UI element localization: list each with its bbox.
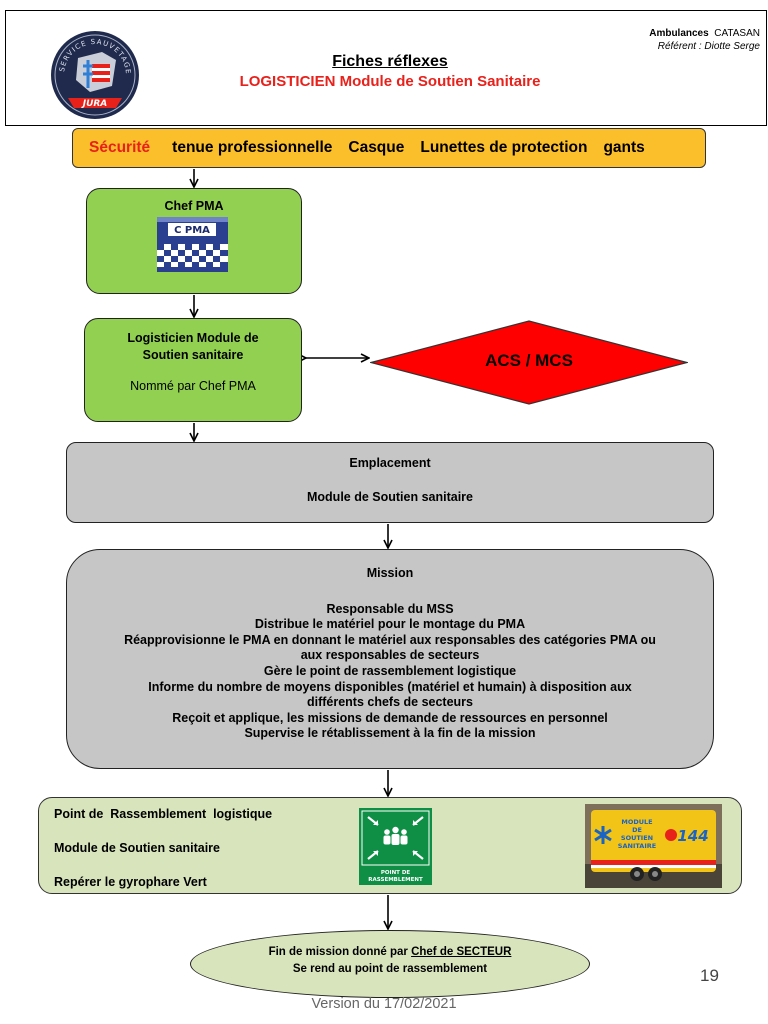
security-item: tenue professionnelle: [172, 139, 333, 156]
org-bold: Ambulances: [649, 28, 709, 39]
emplacement-title: Emplacement: [349, 456, 431, 470]
mission-line: aux responsables de secteurs: [300, 648, 480, 663]
rally-line-1: Point de Rassemblement logistique: [54, 807, 273, 821]
mission-line: Reçoit et applique, les missions de dema…: [172, 710, 608, 725]
logisticien-title-line1: Logisticien Module de: [127, 331, 259, 345]
service-sauvetage-jura-logo: SERVICE SAUVETAGE JURA: [51, 31, 139, 119]
document-subtitle: LOGISTICIEN Module de Soutien Sanitaire: [239, 73, 541, 90]
logisticien-text: Logisticien Module de Soutien sanitaire …: [84, 330, 302, 395]
acs-mcs-diamond: [370, 320, 688, 405]
people-group-icon: [383, 826, 408, 845]
header-frame: [5, 10, 767, 126]
document-title-block: Fiches réflexes LOGISTICIEN Module de So…: [190, 53, 590, 90]
version-footer: Version du 17/02/2021: [311, 996, 457, 1012]
security-item: Lunettes de protection: [420, 139, 588, 156]
rally-point-text: Point de Rassemblement logistique Module…: [54, 806, 272, 908]
sign-text-1: POINT DE: [381, 870, 411, 876]
mission-title: Mission: [366, 566, 414, 580]
end-of-mission-ellipse: [190, 930, 590, 998]
star-of-life-icon: [594, 826, 612, 844]
security-item: gants: [603, 139, 645, 156]
mission-line: Distribue le matériel pour le montage du…: [254, 617, 526, 632]
end-line2: Se rend au point de rassemblement: [292, 963, 488, 975]
end-of-mission-text: Fin de mission donné par Chef de SECTEUR…: [190, 944, 590, 978]
mission-line: différents chefs de secteurs: [306, 695, 474, 710]
svg-text:SANITAIRE: SANITAIRE: [618, 842, 656, 850]
mission-text: Mission Responsable du MSS Distribue le …: [80, 566, 700, 742]
logisticien-note: Nommé par Chef PMA: [130, 379, 256, 393]
support-module-trailer-photo: MODULE DE SOUTIEN SANITAIRE 144: [585, 804, 722, 888]
sign-text-2: RASSEMBLEMENT: [368, 877, 423, 883]
chef-pma-vest-image: C PMA: [157, 217, 228, 272]
emplacement-box: [66, 442, 714, 523]
end-prefix: Fin de mission donné par: [268, 946, 412, 958]
vest-checker-pattern: [157, 244, 228, 267]
svg-text:DE: DE: [632, 826, 642, 834]
emplacement-text: Emplacement Module de Soutien sanitaire: [66, 455, 714, 506]
svg-text:MODULE: MODULE: [621, 818, 652, 826]
rally-line-3: Repérer le gyrophare Vert: [54, 875, 207, 889]
svg-text:SOUTIEN: SOUTIEN: [621, 834, 653, 842]
svg-text:JURA: JURA: [81, 99, 108, 109]
logisticien-box: [84, 318, 302, 422]
org-name: CATASAN: [714, 28, 760, 39]
acs-mcs-label: ACS / MCS: [485, 351, 573, 370]
mission-line: Supervise le rétablissement à la fin de …: [244, 726, 536, 741]
assembly-point-sign: POINT DE RASSEMBLEMENT: [359, 808, 432, 885]
logisticien-title-line2: Soutien sanitaire: [142, 348, 244, 362]
vest-text: C PMA: [174, 225, 210, 236]
mission-line: Responsable du MSS: [326, 601, 454, 616]
security-label: Sécurité: [89, 139, 151, 156]
mission-line: Réapprovisionne le PMA en donnant le mat…: [124, 632, 656, 647]
referent: Référent : Diotte Serge: [657, 41, 760, 52]
trailer-number: 144: [677, 827, 708, 845]
emplacement-value: Module de Soutien sanitaire: [307, 490, 473, 504]
end-who: Chef de SECTEUR: [411, 946, 512, 958]
inward-arrows-icon: [367, 816, 424, 860]
page-number: 19: [700, 966, 719, 985]
mission-line: Gère le point de rassemblement logistiqu…: [263, 663, 517, 678]
chef-pma-label: Chef PMA: [164, 199, 224, 213]
header-organization: Ambulances CATASAN Référent : Diotte Ser…: [649, 27, 760, 53]
security-item: Casque: [348, 139, 405, 156]
document-title: Fiches réflexes: [332, 53, 448, 70]
rally-line-2: Module de Soutien sanitaire: [54, 841, 220, 855]
security-banner: Sécurité tenue professionnelle Casque Lu…: [72, 128, 706, 168]
mission-line: Informe du nombre de moyens disponibles …: [148, 679, 632, 694]
mission-box: [66, 549, 714, 769]
